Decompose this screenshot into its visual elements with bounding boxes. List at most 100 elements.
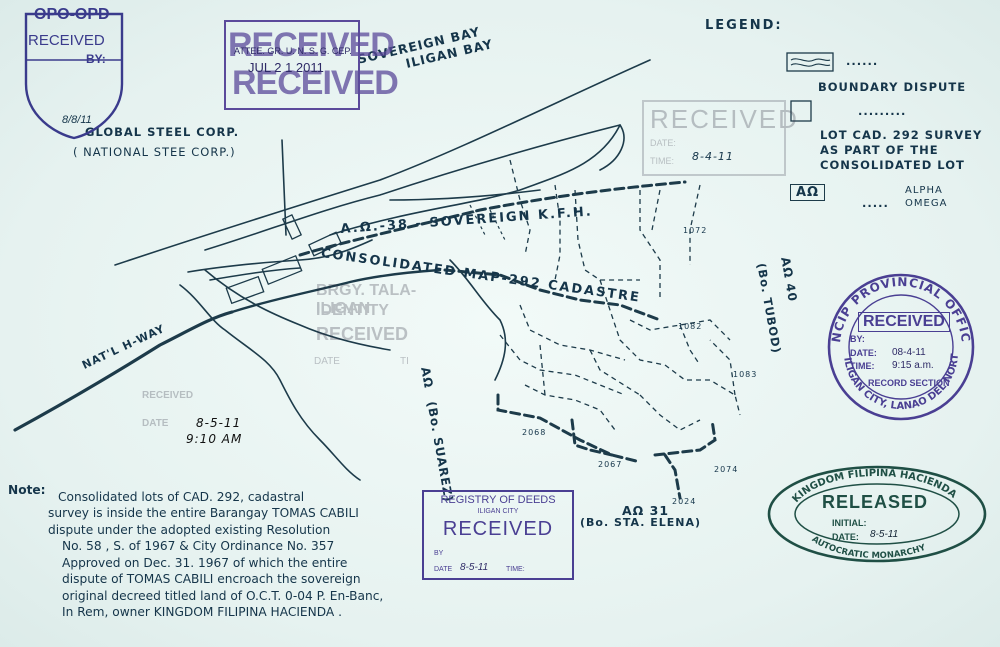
received-stamp-large: RECEIVED RECEIVED ATTEE. GR. U. N. S. G.… — [224, 20, 399, 110]
lot-1072: 1072 — [683, 226, 708, 235]
opo-received: RECEIVED — [28, 32, 105, 49]
ncip-record-section: RECORD SECTION — [868, 378, 950, 388]
registry-date-label: DATE — [434, 566, 453, 573]
legend-lot-line-3: CONSOLIDATED LOT — [820, 158, 965, 172]
sta-elena-name: (Bo. STA. ELENA) — [580, 516, 702, 529]
ncip-time-label: TIME: — [850, 361, 875, 371]
legend-lot-line-2: AS PART OF THE — [820, 143, 939, 157]
national-highway — [13, 310, 234, 432]
registry-title: REGISTRY OF DEEDS — [440, 494, 556, 506]
consolidated-boundary — [298, 180, 717, 500]
lot-2024: 2024 — [672, 497, 697, 506]
legend-alpha-omega-symbol: AΩ — [790, 184, 826, 201]
registry-time: TIME: — [506, 566, 525, 573]
released-word: RELEASED — [822, 492, 929, 512]
barangay-faint-line-3: RECEIVED — [316, 324, 409, 344]
left-handwritten-time: 9:10 AM — [186, 432, 243, 446]
opo-by: BY: — [86, 52, 106, 66]
registry-of-deeds-stamp: REGISTRY OF DEEDS ILIGAN CITY RECEIVED B… — [422, 490, 574, 580]
global-steel-leader — [281, 139, 287, 236]
legend-title: LEGEND: — [705, 18, 783, 33]
global-steel-label: GLOBAL STEEL CORP. ( NATIONAL STEE CORP.… — [73, 125, 240, 159]
coast-south — [329, 124, 621, 236]
released-date-label: DATE: — [832, 532, 859, 542]
opo-header: OPO-OPD — [34, 6, 110, 23]
legend-omega-text: OMEGA — [905, 198, 948, 209]
lot-2074: 2074 — [714, 465, 739, 474]
creek — [449, 259, 507, 381]
barangay-faint-date: DATE — [314, 356, 340, 367]
legend-boundary-dots: ...... — [846, 54, 879, 68]
opo-date: 8/8/11 — [62, 114, 92, 126]
opo-opd-stamp: OPO-OPD RECEIVED BY: 8/8/11 — [22, 6, 126, 140]
note-line-6: dispute of TOMAS CABILI encroach the sov… — [62, 572, 361, 586]
legend-lot-line-1: LOT CAD. 292 SURVEY — [820, 128, 983, 142]
global-steel-text: GLOBAL STEEL CORP. — [85, 125, 240, 139]
received-faint-time-label: TIME: — [650, 156, 674, 166]
ncip-stamp: NCIP PROVINCIAL OFFICE ILIGAN CITY, LANA… — [826, 272, 976, 422]
ncip-date: 08-4-11 — [892, 347, 926, 358]
received-faint-word: RECEIVED — [650, 104, 799, 134]
legend-boundary-label: BOUNDARY DISPUTE — [818, 80, 967, 94]
note-line-1: Consolidated lots of CAD. 292, cadastral — [58, 489, 305, 504]
note-line-5: Approved on Dec. 31. 1967 of which the e… — [62, 555, 348, 570]
left-faint-received: RECEIVED — [142, 390, 194, 401]
received-faint-date-label: DATE: — [650, 138, 676, 148]
legend-alpha-text: ALPHA — [905, 185, 943, 196]
left-handwritten-date: 8-5-11 — [196, 416, 242, 430]
received-large-word: RECEIVED — [228, 26, 395, 64]
note-block: Note: Consolidated lots of CAD. 292, cad… — [8, 482, 428, 621]
coastline — [114, 59, 651, 266]
registry-date: 8-5-11 — [460, 562, 489, 573]
ncip-by: BY: — [850, 334, 865, 344]
river-2 — [204, 269, 391, 351]
barangay-stamp-faint: BRGY. TALA-ILIGAN IDENTITY RECEIVED DATE… — [310, 280, 460, 400]
released-stamp: KINGDOM FILIPINA HACIENDA AUTOCRATIC MON… — [766, 464, 988, 564]
opo-stamp-shield — [24, 12, 124, 140]
ncip-time: 9:15 a.m. — [892, 360, 934, 371]
legend-lot-label: LOT CAD. 292 SURVEY AS PART OF THE CONSO… — [820, 128, 982, 173]
released-seal: KINGDOM FILIPINA HACIENDA AUTOCRATIC MON… — [767, 465, 987, 563]
barangay-faint-time: TI — [400, 356, 409, 367]
note-line-2: survey is inside the entire Barangay TOM… — [48, 506, 359, 520]
legend-lot-symbol — [790, 100, 812, 122]
note-line-8: In Rem, owner KINGDOM FILIPINA HACIENDA … — [62, 605, 343, 619]
lot-2067: 2067 — [598, 460, 623, 469]
plant-buildings — [225, 214, 342, 305]
registry-by: BY — [434, 550, 444, 557]
legend-alpha-omega-label: ALPHA OMEGA — [905, 184, 947, 210]
barangay-faint-line-2: IDENTITY — [316, 302, 389, 319]
left-stamp-faint: RECEIVED DATE — [138, 380, 278, 430]
received-large-line-1: ATTEE. GR. U. N. S. G. CEP. — [234, 46, 352, 56]
sta-elena-code: AΩ 31 — [622, 503, 670, 518]
shore-line — [389, 189, 541, 201]
note-line-4: No. 58 , S. of 1967 & City Ordinance No.… — [62, 539, 335, 553]
legend-alpha-omega-dots: ..... — [862, 196, 889, 210]
legend-boundary-symbol — [786, 52, 834, 72]
ncip-received: RECEIVED — [858, 312, 950, 332]
note-heading: Note: — [8, 483, 46, 497]
received-large-word-2: RECEIVED — [232, 64, 399, 102]
released-initial-label: INITIAL: — [832, 518, 867, 528]
left-faint-date-label: DATE — [142, 418, 169, 429]
note-line-7: original decreed titled land of O.C.T. 0… — [62, 588, 384, 603]
national-steel-text: ( NATIONAL STEE CORP.) — [73, 145, 236, 159]
road-2 — [209, 267, 301, 281]
registry-city: ILIGAN CITY — [477, 508, 519, 515]
lot-2068: 2068 — [522, 428, 547, 437]
lot-1082: 1082 — [678, 322, 703, 331]
lot-boundaries — [499, 159, 741, 431]
registry-received: RECEIVED — [442, 518, 554, 540]
ncip-date-label: DATE: — [850, 348, 877, 358]
legend-lot-dots: ......... — [858, 104, 907, 118]
received-faint-date: 8-4-11 — [692, 150, 734, 163]
received-stamp-faint: RECEIVED DATE: TIME: — [642, 100, 797, 176]
received-large-date: JUL 2 1 2011 — [248, 60, 324, 75]
released-date: 8-5-11 — [870, 529, 899, 540]
road-1 — [187, 239, 373, 273]
lot-1083: 1083 — [733, 370, 758, 379]
note-line-3: dispute under the adopted existing Resol… — [48, 522, 331, 537]
barangay-faint-line-1: BRGY. TALA-ILIGAN — [316, 282, 417, 317]
